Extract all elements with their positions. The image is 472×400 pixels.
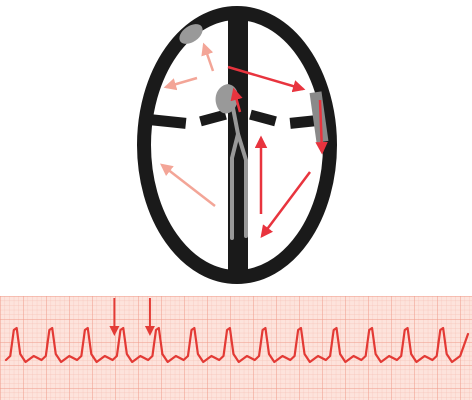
conduction-diagram <box>0 0 472 290</box>
ecg-strip <box>0 296 472 400</box>
